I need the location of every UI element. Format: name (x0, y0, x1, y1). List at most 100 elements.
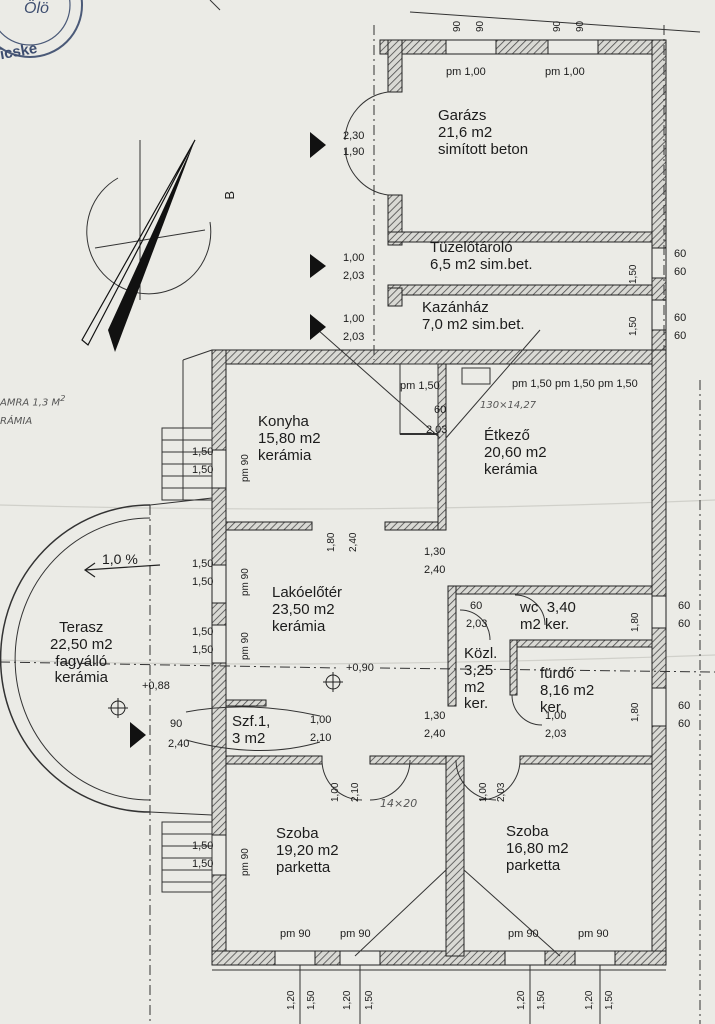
room-konyha: Konyha 15,80 m2 kerámia (258, 413, 321, 464)
dim-pm90-v4: pm 90 (240, 848, 251, 876)
dim-210-b: 2,10 (350, 782, 361, 802)
dim-r60-f: 60 (678, 618, 691, 630)
note-window: 14×20 (380, 797, 418, 810)
room-finish: ker. (464, 695, 489, 713)
room-name: Szf.1, (232, 713, 271, 730)
paper-folds (0, 499, 715, 665)
room-area: 15,80 m2 (258, 429, 321, 447)
dim-203-c: 2,03 (426, 424, 448, 436)
level-marker-icon (108, 672, 343, 718)
room-name: Szoba (506, 823, 549, 840)
dim-b150-d: 1,50 (604, 990, 615, 1010)
dim-180: 1,80 (326, 532, 337, 552)
room-finish: parketta (276, 858, 331, 876)
room-name: Lakóelőtér (272, 584, 343, 601)
dim-60-a: 60 (434, 404, 447, 416)
dim-r150-a: 1,50 (628, 264, 639, 284)
dim-203-b: 2,03 (343, 331, 365, 343)
dim-top-90-b: 90 (475, 20, 486, 32)
room-finish: kerámia (484, 460, 538, 478)
room-szoba-1: Szoba 19,20 m2 parketta (276, 825, 339, 876)
dim-pm90-v1: pm 90 (240, 454, 251, 482)
dim-230: 2,30 (343, 130, 365, 142)
room-tuzelotarolo: Tüzelőtároló 6,5 m2 sim.bet. (430, 239, 533, 274)
dim-b150-b: 1,50 (364, 990, 375, 1010)
dim-pm90-h4: pm 90 (578, 928, 609, 940)
dim-pm90-h2: pm 90 (340, 928, 371, 940)
dim-r60-a: 60 (674, 248, 687, 260)
dim-r60-d: 60 (674, 330, 687, 342)
room-area: 6,5 m2 sim.bet. (430, 255, 533, 273)
dim-l150-h: 1,50 (192, 858, 214, 870)
dim-r60-e: 60 (678, 600, 691, 612)
room-finish: kerámia (258, 446, 312, 464)
room-name: Szoba (276, 825, 319, 842)
dim-240-b: 2,40 (424, 564, 446, 576)
dim-l150-c: 1,50 (192, 558, 214, 570)
north-arrow-icon (81, 139, 196, 352)
room-szf: Szf.1, 3 m2 (232, 713, 271, 748)
room-etkezo: Étkező 20,60 m2 kerámia (484, 427, 547, 478)
dim-190: 1,90 (343, 146, 365, 158)
room-name: Terasz (59, 619, 104, 636)
room-lakoeloter: Lakóelőtér 23,50 m2 kerámia (272, 584, 343, 635)
note-kamra-text: AMRA 1,3 M (0, 397, 61, 409)
dim-l150-g: 1,50 (192, 840, 214, 852)
dim-pm-150-c: pm 1,50 (555, 378, 595, 390)
room-name: wc (520, 599, 539, 616)
dim-pm-150-b: pm 1,50 (512, 378, 552, 390)
dim-240-a: 2,40 (348, 532, 359, 552)
dim-240-d: 2,40 (424, 728, 446, 740)
room-area: 21,6 m2 (438, 123, 493, 141)
room-finish: kerámia (54, 669, 108, 687)
room-kozlekedo: Közl. 3,25 m2 ker. (464, 645, 498, 713)
room-wc: wc 3,40 m2 ker. (520, 599, 576, 634)
room-area-unit: m2 ker. (520, 615, 570, 633)
dim-b150-a: 1,50 (306, 990, 317, 1010)
dim-100-e: 1,00 (330, 782, 341, 802)
dim-slope: 1,0 % (102, 551, 138, 567)
note-kamra-2: RÁMIA (0, 416, 33, 427)
dim-r60-g: 60 (678, 700, 691, 712)
room-garazs: Garázs 21,6 m2 simított beton (438, 107, 528, 158)
room-finish: ker. (540, 698, 565, 716)
dim-203-e: 2,03 (496, 782, 507, 802)
entrance-arrow-icons (130, 132, 326, 748)
dim-l150-e: 1,50 (192, 626, 214, 638)
room-szoba-2: Szoba 16,80 m2 parketta (506, 823, 569, 874)
dim-100-c: 1,00 (545, 710, 567, 722)
windows (211, 39, 667, 966)
dim-l150-a: 1,50 (192, 446, 214, 458)
room-area: 22,50 m2 (50, 635, 113, 653)
note-etkezo: 130×14,27 (480, 400, 537, 411)
room-unit: m2 (464, 678, 485, 696)
dim-pm-150-d: pm 1,50 (598, 378, 638, 390)
room-name: Közl. (464, 645, 498, 662)
dim-r60-c: 60 (674, 312, 687, 324)
stamp-text-partial: Ölö (24, 0, 49, 17)
room-area: 3,25 (464, 661, 494, 679)
dim-r150-b: 1,50 (628, 316, 639, 336)
dim-210-a: 2,10 (310, 732, 332, 744)
dim-top-90-c: 90 (552, 20, 563, 32)
dim-100-f: 1,00 (478, 782, 489, 802)
room-area: 23,50 m2 (272, 600, 335, 618)
room-name: Konyha (258, 413, 309, 430)
dim-b120-c: 1,20 (516, 990, 527, 1010)
dim-level-090: +0,90 (346, 662, 374, 674)
dim-130-a: 1,30 (424, 546, 446, 558)
official-stamp (0, 0, 83, 58)
dim-100-a: 1,00 (343, 252, 365, 264)
dim-r60-h: 60 (678, 718, 691, 730)
note-kamra: AMRA 1,3 M2 (0, 393, 65, 409)
room-finish: fagyálló (55, 652, 108, 670)
dim-top-90-d: 90 (575, 20, 586, 32)
dim-b120-b: 1,20 (342, 990, 353, 1010)
room-name: Garázs (438, 107, 487, 124)
dim-l150-d: 1,50 (192, 576, 214, 588)
dim-pm90-v3: pm 90 (240, 632, 251, 660)
room-name: Kazánház (422, 299, 489, 316)
dim-pm-100-a: pm 1,00 (446, 66, 486, 78)
